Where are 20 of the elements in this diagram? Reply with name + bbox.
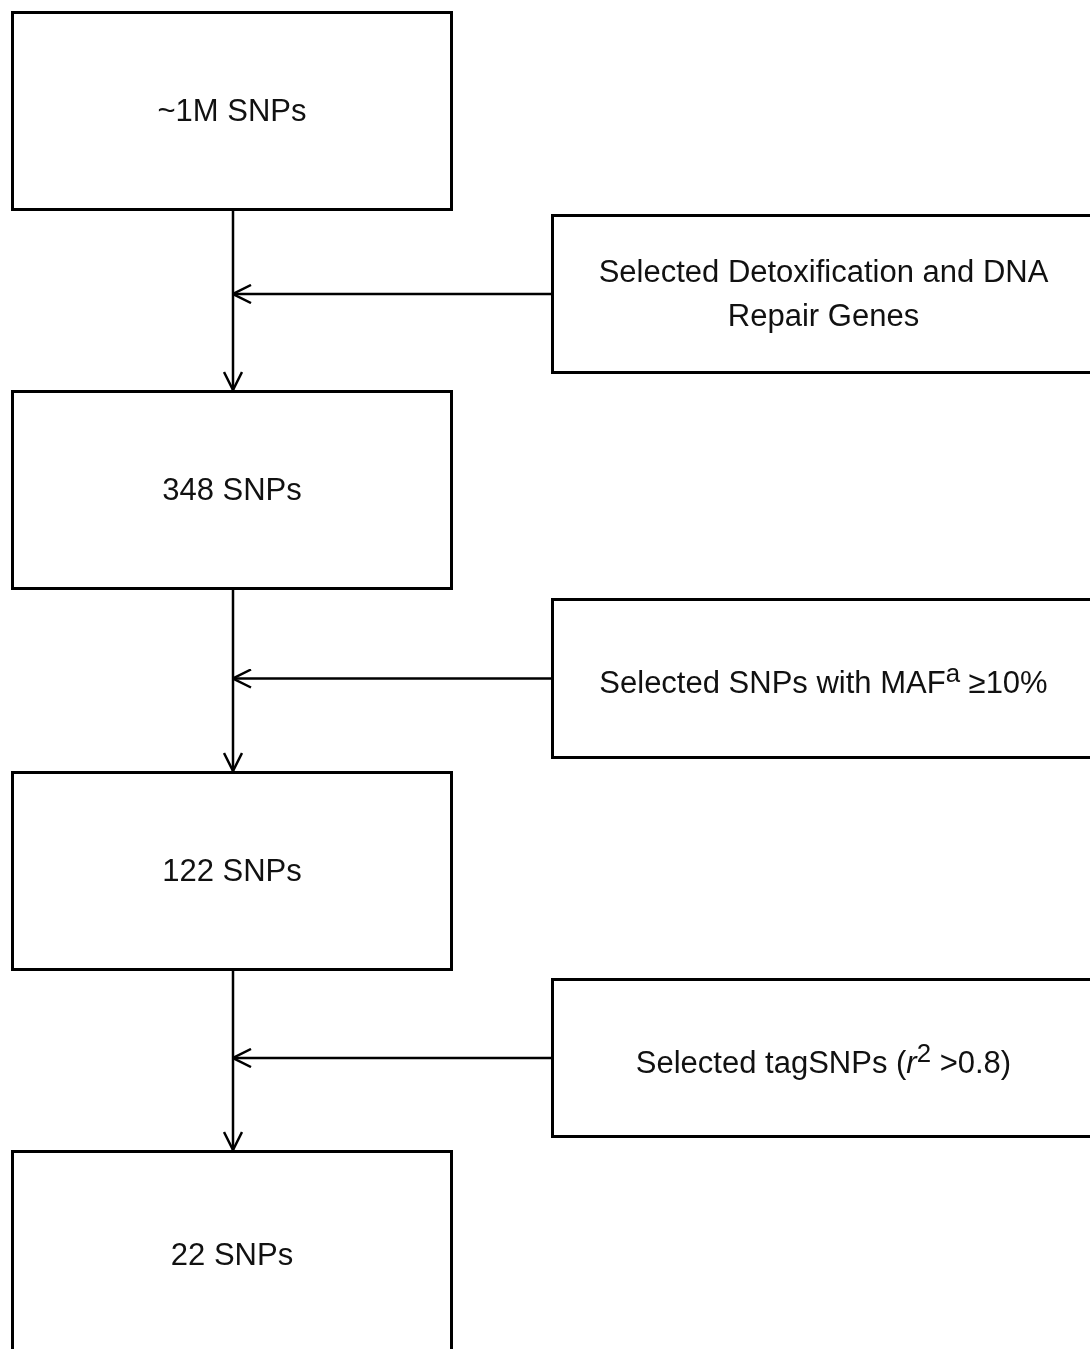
process-box [551,214,1090,374]
box-text: 122 SNPs [161,852,303,890]
process-box [551,978,1090,1138]
arrow [231,283,551,305]
box-text: Selected Detoxification and DNA Repair Genes [597,253,1050,335]
arrow [222,590,244,773]
process-box [551,598,1090,759]
box-text: Selected tagSNPs (r$^{2}$ >0.8) [634,1037,1013,1083]
process-box [11,771,453,971]
box-text: Selected SNPs with MAF$^{a}$ ≥10% [598,658,1049,703]
box-text: 348 SNPs [161,471,303,509]
process-box [11,1150,453,1349]
process-box [11,390,453,590]
process-box [11,11,453,211]
arrow [222,211,244,392]
arrow [231,1047,551,1069]
arrow [222,971,244,1152]
box-text: ~1M SNPs [156,92,308,130]
arrow [231,668,551,689]
box-text: 22 SNPs [169,1236,295,1274]
